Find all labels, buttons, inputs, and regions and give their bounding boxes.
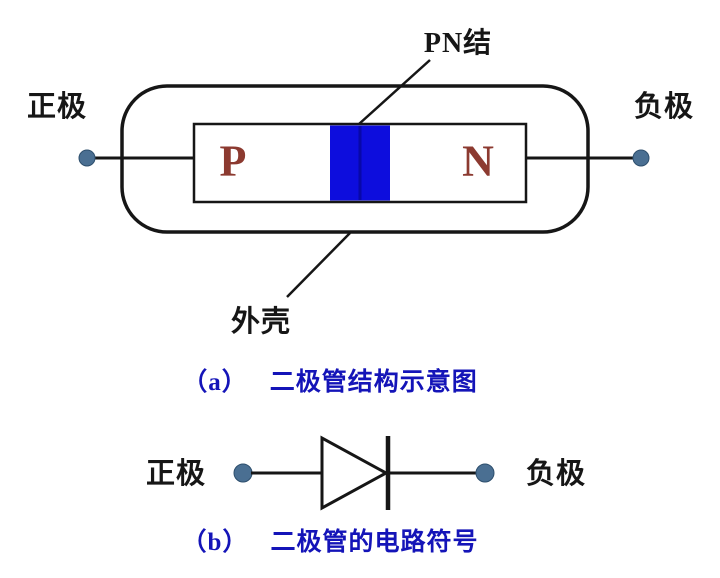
diode-triangle [320, 435, 390, 511]
anode-label-a: 正极 [26, 91, 88, 123]
caption-a-prefix: （a） [182, 369, 248, 396]
cathode-label-b: 负极 [525, 458, 587, 490]
n-region-label: N [462, 136, 494, 186]
caption-a: （a） 二极管结构示意图 [182, 362, 478, 398]
cathode-terminal-dot [632, 149, 650, 167]
symbol-cathode-terminal-dot [475, 463, 495, 483]
caption-b: （b） 二极管的电路符号 [182, 522, 479, 558]
caption-b-text: 二极管的电路符号 [270, 529, 479, 556]
anode-terminal-dot [78, 149, 96, 167]
symbol-anode-terminal-dot [233, 463, 253, 483]
case-label: 外壳 [230, 306, 292, 338]
caption-a-text: 二极管结构示意图 [269, 369, 478, 396]
caption-b-prefix: （b） [181, 529, 249, 556]
pn-junction-leader-line [358, 59, 431, 125]
p-region-label: P [219, 136, 247, 186]
cathode-label-a: 负极 [633, 91, 695, 123]
pn-junction-label: PN结 [423, 28, 493, 59]
anode-label-b: 正极 [145, 458, 207, 490]
case-leader-line [286, 232, 351, 298]
